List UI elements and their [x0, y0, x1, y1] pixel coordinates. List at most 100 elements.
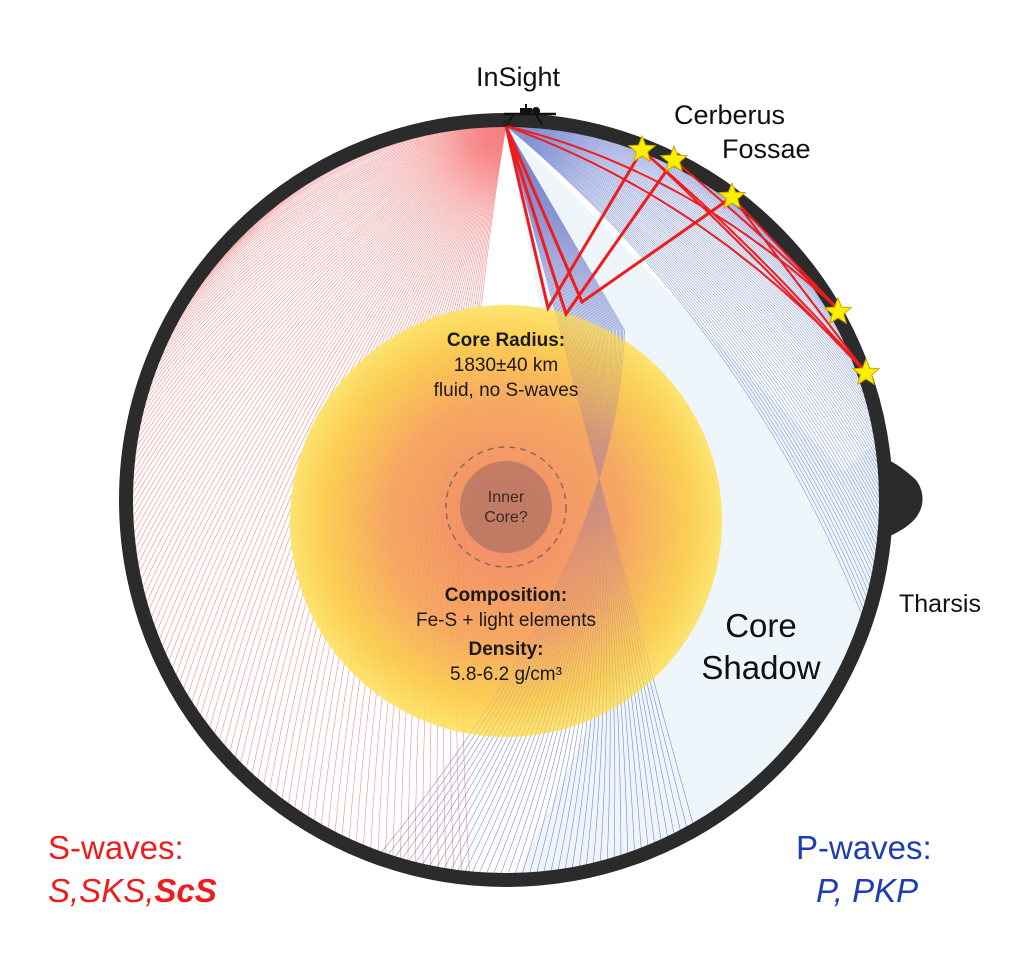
pkp-ray	[457, 125, 610, 872]
composition-block: Composition: Fe-S + light elements Densi…	[416, 583, 596, 687]
inner-core-boundary	[445, 446, 567, 568]
pkp-ray	[436, 125, 614, 868]
p-wave-phases: P, PKP	[816, 872, 919, 909]
p-wave-ray	[505, 126, 864, 390]
s-wave-ray	[132, 126, 507, 472]
pkp-ray	[443, 125, 613, 869]
seismic-events	[627, 134, 881, 386]
p-wave-ray	[505, 126, 878, 547]
p-wave-title: P-waves:	[796, 829, 932, 866]
pkp-ray	[505, 125, 601, 869]
p-wave-ray	[505, 126, 866, 396]
p-wave-ray	[505, 126, 880, 477]
scs-ray-paths	[504, 125, 733, 318]
s-wave-ray	[133, 126, 507, 464]
pkp-ray	[505, 125, 635, 852]
p-wave-ray	[505, 126, 880, 518]
s-wave-ray	[149, 126, 507, 388]
pkp-ray	[450, 125, 611, 871]
density-value: 5.8-6.2 g/cm³	[450, 664, 562, 685]
pkp-ray	[500, 125, 604, 875]
s-wave-ray	[191, 126, 507, 703]
s-wave-ray	[168, 126, 507, 662]
s-wave-ray	[154, 126, 507, 373]
p-wave-ray	[505, 126, 869, 593]
pkp-ray	[408, 125, 619, 862]
s-wave-ray	[137, 126, 507, 566]
pkp-ray	[505, 125, 601, 874]
p-wave-ray	[505, 126, 880, 471]
p-wave-ray	[505, 126, 872, 582]
rays-through-core	[380, 125, 694, 875]
density-title: Density:	[468, 639, 544, 660]
s-wave-ray	[195, 126, 507, 710]
pkp-ray	[505, 125, 629, 854]
s-wave-ray	[136, 126, 507, 558]
p-wave-ray	[505, 126, 874, 430]
p-wave-ray	[505, 126, 875, 564]
p-wave-ray	[505, 126, 880, 529]
s-wave-ray	[173, 126, 507, 330]
s-wave-phases: S,SKS,ScS	[48, 869, 217, 912]
s-wave-ray	[151, 126, 507, 380]
pkp-ray	[464, 125, 609, 872]
pkp-ray	[505, 125, 600, 871]
s-wave-ray	[171, 126, 507, 669]
s-wave-ray	[135, 126, 507, 550]
lander-icon	[502, 104, 556, 127]
s-wave-ray	[148, 126, 507, 611]
pkp-ray	[505, 125, 608, 862]
s-wave-ray	[187, 126, 507, 697]
s-wave-ray	[160, 126, 507, 358]
core-radius-value: 1830±40 km	[453, 355, 559, 376]
s-wave-ray	[150, 126, 507, 619]
p-wave-ray	[505, 126, 877, 447]
inner-core-line2: Core?	[484, 509, 528, 526]
pkp-ray	[387, 125, 624, 856]
p-wave-ray	[505, 126, 864, 610]
s-wave-phase-scs: ScS	[154, 872, 217, 909]
p-wave-ray	[505, 126, 805, 276]
p-wave-ray	[505, 126, 879, 465]
pkp-ray	[505, 125, 694, 824]
s-wave-ray	[132, 126, 507, 519]
s-wave-ray	[146, 126, 507, 604]
pkp-ray	[505, 125, 616, 859]
p-wave-ray	[505, 126, 825, 305]
s-wave-ray	[188, 126, 507, 302]
p-wave-ray	[505, 126, 880, 523]
s-wave-ray	[157, 126, 507, 365]
s-wave-ray	[133, 126, 507, 535]
pkp-ray	[401, 125, 621, 860]
p-wave-ray	[505, 126, 880, 494]
p-wave-ray	[505, 126, 812, 285]
p-wave-ray	[505, 126, 863, 616]
p-wave-ray	[505, 126, 879, 541]
s-wave-ray	[144, 126, 507, 596]
pkp-ray	[505, 125, 649, 847]
pkp-ray	[415, 125, 618, 864]
pkp-ray	[505, 125, 603, 875]
s-wave-ray	[132, 126, 507, 511]
pkp-ray	[505, 125, 611, 861]
cerberus-fossae-label: Cerberus Fossae	[674, 98, 811, 166]
s-wave-ray	[132, 126, 507, 527]
s-wave-ray	[132, 126, 507, 480]
s-wave-legend: S-waves: S,SKS,ScS	[48, 826, 217, 912]
pkp-ray	[380, 125, 625, 853]
pkp-ray	[505, 125, 602, 874]
s-wave-ray	[132, 126, 507, 503]
pkp-ray	[471, 125, 608, 873]
p-wave-ray	[505, 126, 873, 576]
s-wave-ray	[161, 126, 507, 648]
s-wave-ray	[135, 126, 507, 449]
composition-title: Composition:	[444, 585, 568, 606]
s-wave-ray	[146, 126, 507, 395]
p-wave-ray	[505, 126, 809, 280]
shadow-label-line1: Core	[725, 607, 797, 644]
s-wave-ray	[139, 126, 507, 425]
star-icon	[823, 296, 853, 325]
s-wave-ray	[142, 126, 507, 410]
core-radius-title: Core Radius:	[446, 330, 566, 351]
